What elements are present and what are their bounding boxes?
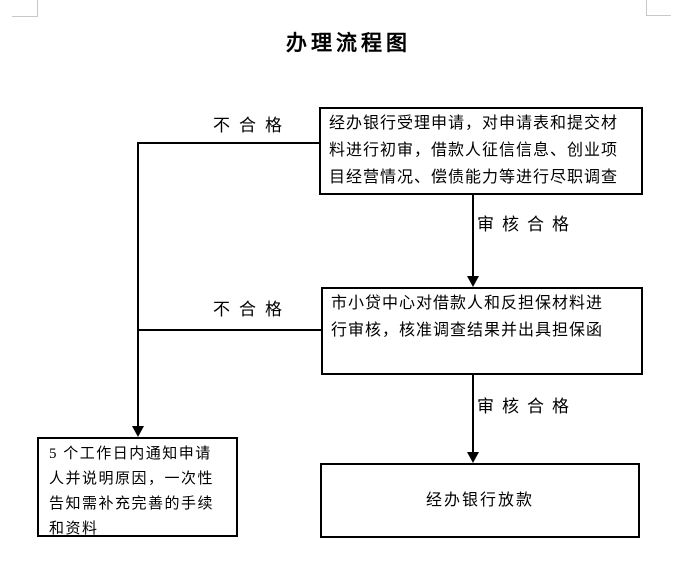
flow-box-initial-review-text: 经办银行受理申请，对申请表和提交材 料进行初审，借款人征信信息、创业项 目经营情… [329,115,619,186]
arrowhead-down-icon [467,276,479,287]
crop-mark-top-left-vertical-icon [37,0,38,17]
connector-initial-fail-horizontal [138,142,319,144]
crop-mark-top-right-horizontal-icon [646,15,671,16]
flow-box-notify-applicant-text: 5 个工作日内通知申请 人并说明原因，一次性 告知需补充完善的手续 和资料 [49,446,215,537]
arrowhead-down-icon [132,426,144,437]
connector-guarantee-to-disbursement-stem [472,375,474,452]
arrowhead-down-icon [467,452,479,463]
connector-initial-to-guarantee-stem [472,195,474,276]
fail-label-1: 不合格 [213,111,291,136]
connector-fail-rail-vertical [137,142,139,426]
flow-box-loan-disbursement: 经办银行放款 [320,463,640,538]
crop-mark-top-left-horizontal-icon [12,16,38,17]
flow-box-guarantee-review-text: 市小贷中心对借款人和反担保材料进 行审核，核准调查结果并出具担保函 [331,295,604,339]
pass-label-1: 审核合格 [477,210,577,235]
flow-box-initial-review: 经办银行受理申请，对申请表和提交材 料进行初审，借款人征信信息、创业项 目经营情… [319,107,643,195]
page-title: 办理流程图 [286,31,411,55]
connector-guarantee-fail-horizontal [138,329,321,331]
flow-box-notify-applicant: 5 个工作日内通知申请 人并说明原因，一次性 告知需补充完善的手续 和资料 [37,437,238,537]
fail-label-2: 不合格 [213,295,291,320]
flow-box-loan-disbursement-text: 经办银行放款 [425,492,534,509]
pass-label-2: 审核合格 [477,392,577,417]
flow-box-guarantee-review: 市小贷中心对借款人和反担保材料进 行审核，核准调查结果并出具担保函 [321,287,643,375]
crop-mark-top-right-vertical-icon [646,0,647,16]
